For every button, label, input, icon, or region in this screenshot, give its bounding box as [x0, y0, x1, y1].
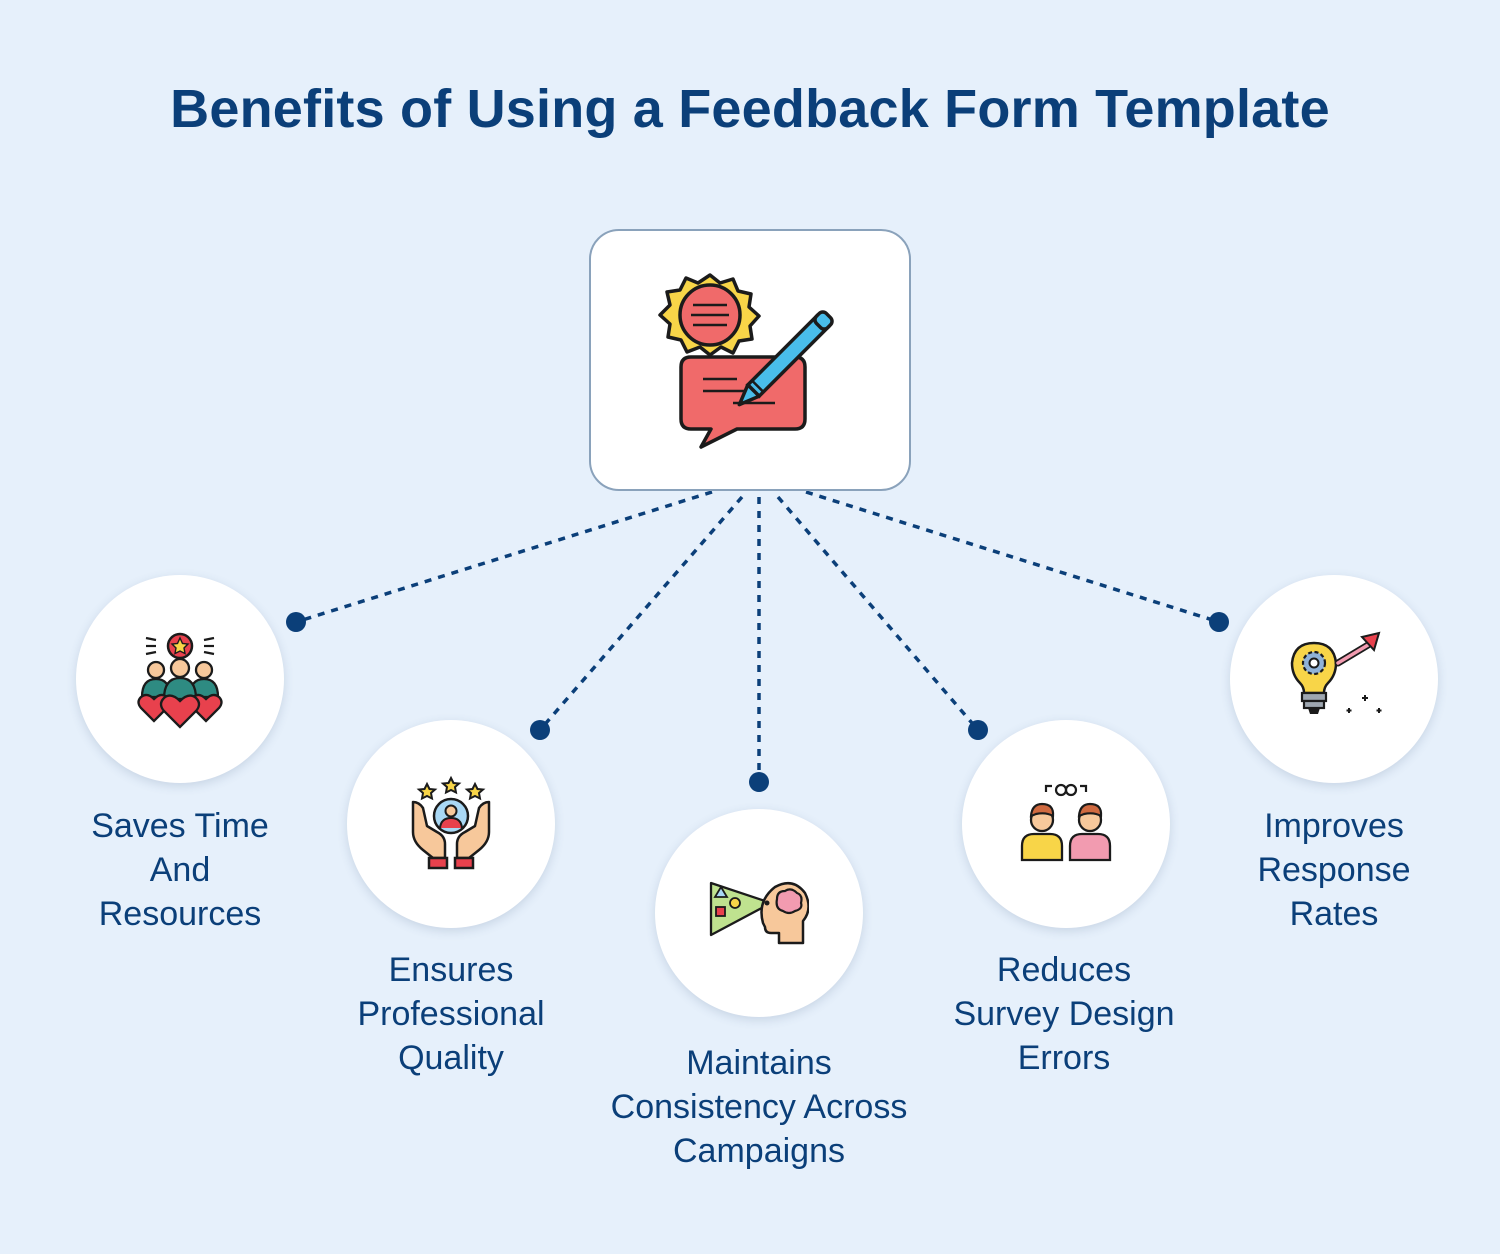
- connector-line: [538, 495, 744, 732]
- benefit-circle-professional-quality: [347, 720, 555, 928]
- team-hearts-icon: [137, 632, 223, 729]
- head-shapes-vision-icon: [709, 881, 809, 945]
- connector-line: [776, 495, 980, 732]
- connector-dot: [749, 772, 769, 792]
- connector-dot: [1209, 612, 1229, 632]
- connector-line: [805, 490, 1220, 624]
- connector-dot: [530, 720, 550, 740]
- benefit-circle-response-rates: [1230, 575, 1438, 783]
- connector-dot: [968, 720, 988, 740]
- hands-stars-user-icon: [411, 775, 491, 870]
- connector-dot: [286, 612, 306, 632]
- lightbulb-gear-arrow-icon: [1290, 631, 1382, 714]
- feedback-form-icon: [658, 273, 834, 449]
- connector-line: [295, 490, 713, 624]
- center-card: [589, 229, 911, 491]
- page-title: Benefits of Using a Feedback Form Templa…: [170, 79, 1330, 139]
- two-people-link-icon: [1020, 783, 1112, 862]
- benefit-circle-saves-time: [76, 575, 284, 783]
- benefit-circle-reduces-errors: [962, 720, 1170, 928]
- benefit-circle-consistency: [655, 809, 863, 1017]
